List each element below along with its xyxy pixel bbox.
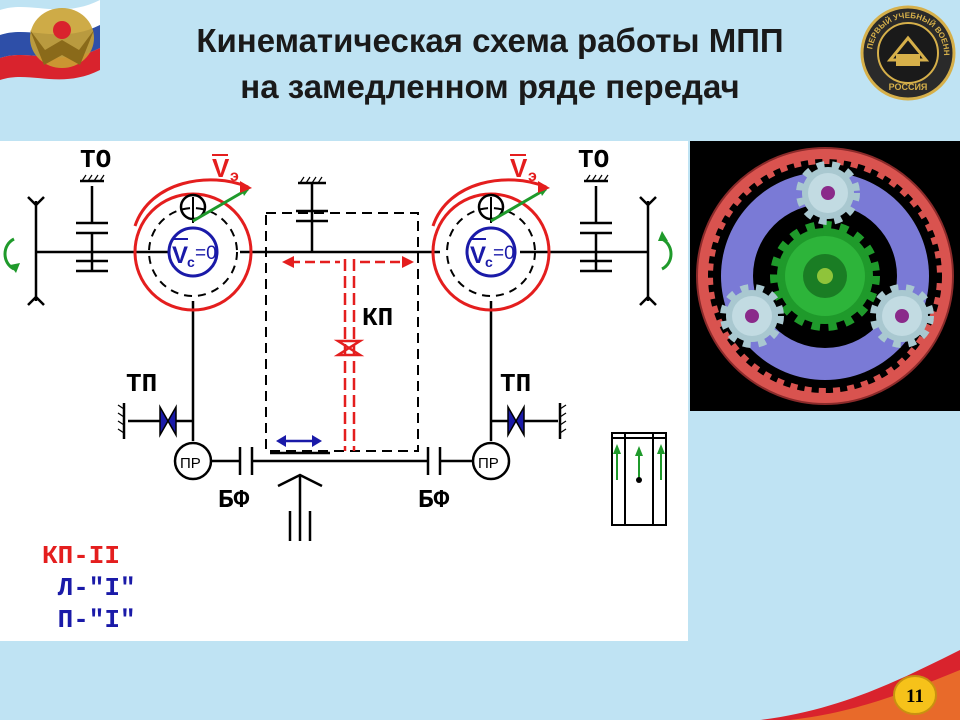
right-rotation-arrow-icon xyxy=(661,237,673,271)
legend-kp-state: КП-II xyxy=(42,541,121,571)
planet-gear-top xyxy=(796,161,860,225)
training-center-seal-icon: ПЕРВЫЙ УЧЕБНЫЙ ВОЕННЫЙ ЦЕНТР РОССИЯ xyxy=(858,4,956,101)
gear-state-legend: КП-II Л-"I" П-"I" xyxy=(42,540,136,636)
vc-right-label: V xyxy=(470,242,486,269)
vc-left-label: V xyxy=(172,242,188,269)
planetary-gear-icon xyxy=(696,147,954,405)
pr-right-label: ПР xyxy=(478,455,499,472)
kp-right-arrow-icon xyxy=(402,256,414,268)
pr-left-label: ПР xyxy=(180,455,201,472)
eagle-emblem-icon xyxy=(0,0,125,80)
title-line-1: Кинематическая схема работы МПП xyxy=(196,22,784,59)
legend-right-state: П-"I" xyxy=(42,605,136,635)
left-rotation-arrow-icon xyxy=(3,237,15,271)
planet-gear-right xyxy=(870,284,934,348)
vc-left-eq: =0 xyxy=(195,243,217,264)
bf-left-label: БФ xyxy=(218,485,250,515)
slide-title: Кинематическая схема работы МПП на замед… xyxy=(120,18,860,110)
tp-right-label: ТП xyxy=(500,369,531,399)
tp-left-label: ТП xyxy=(126,369,157,399)
seal-bottom-text: РОССИЯ xyxy=(889,82,928,92)
to-right-label: ТО xyxy=(578,145,609,175)
kp-label: КП xyxy=(362,303,393,333)
title-line-2: на замедленном ряде передач xyxy=(240,68,740,105)
planet-gear-left xyxy=(720,284,784,348)
gearbox-outline xyxy=(265,212,419,452)
left-sun-gear xyxy=(167,226,219,278)
vc-right-sub: c xyxy=(485,254,493,270)
vc-left-sub: c xyxy=(187,254,195,270)
right-pr-unit xyxy=(471,441,511,481)
page-number-badge: 11 xyxy=(893,675,937,715)
planetary-gear-illustration xyxy=(690,141,960,411)
tp-valve-left-icon xyxy=(159,404,177,438)
vc-right-eq: =0 xyxy=(493,243,515,264)
shift-indicator-icon xyxy=(611,432,667,526)
kinematic-diagram-panel: ТО ТО ТП ТП КП БФ БФ ПР ПР V э V э V c =… xyxy=(0,141,688,641)
ve-left-label: V xyxy=(212,153,230,183)
right-sun-gear xyxy=(465,226,517,278)
kp-left-arrow-icon xyxy=(282,256,294,268)
kinematic-diagram: ТО ТО ТП ТП КП БФ БФ ПР ПР V э V э V c =… xyxy=(3,145,673,541)
legend-left-state: Л-"I" xyxy=(42,573,136,603)
ve-left-sub: э xyxy=(230,168,239,185)
ve-right-label: V xyxy=(510,153,528,183)
bf-right-label: БФ xyxy=(418,485,450,515)
left-pr-unit xyxy=(173,441,213,481)
page-number: 11 xyxy=(906,686,924,707)
tp-valve-right-icon xyxy=(507,404,525,438)
to-left-label: ТО xyxy=(80,145,111,175)
kp-valve-icon xyxy=(333,339,365,357)
ve-right-sub: э xyxy=(528,168,537,185)
